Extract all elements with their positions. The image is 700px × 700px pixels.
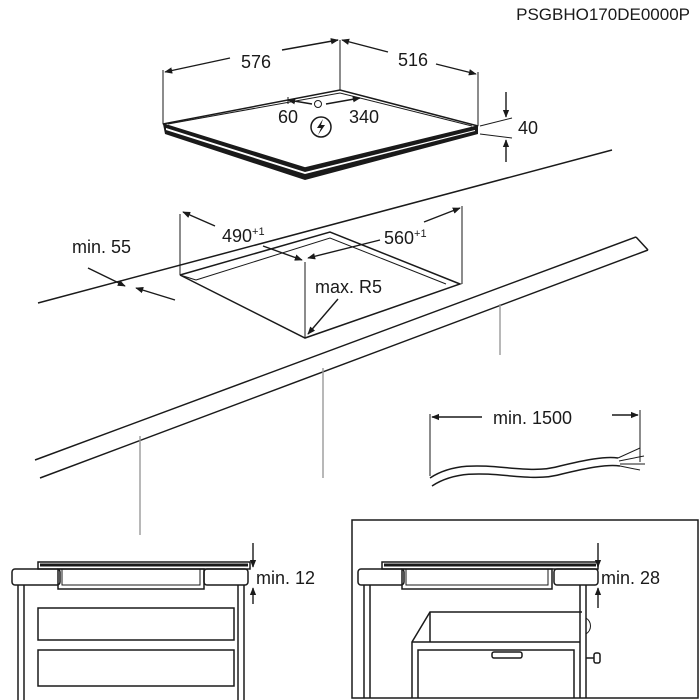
install-drawer-view: min. 12 xyxy=(11,543,315,700)
corner-radius-label: max. R5 xyxy=(315,277,382,297)
hob-top-view: 576 516 40 60 340 xyxy=(162,38,538,180)
oven-gap-label: min. 28 xyxy=(601,568,660,588)
drawer-gap-label: min. 12 xyxy=(256,568,315,588)
document-code: PSGBHO170DE0000P xyxy=(516,5,690,24)
edge-min-label: min. 55 xyxy=(72,237,131,257)
supply-cable: min. 1500 xyxy=(429,408,645,487)
hob-depth-label: 516 xyxy=(398,50,428,70)
install-oven-view: min. 28 xyxy=(351,519,699,699)
cutout-depth-label: 560+1 xyxy=(384,228,427,248)
hob-width-label: 576 xyxy=(241,52,271,72)
supply-offset-b-label: 340 xyxy=(349,107,379,127)
cable-length-label: min. 1500 xyxy=(493,408,572,428)
cutout-width-label: 490+1 xyxy=(222,226,265,246)
lightning-icon xyxy=(310,116,332,138)
hob-thickness-label: 40 xyxy=(518,118,538,138)
supply-offset-a-label: 60 xyxy=(278,107,298,127)
worktop-cutout-view: 490+1 560+1 min. 55 max. R5 xyxy=(34,149,649,535)
